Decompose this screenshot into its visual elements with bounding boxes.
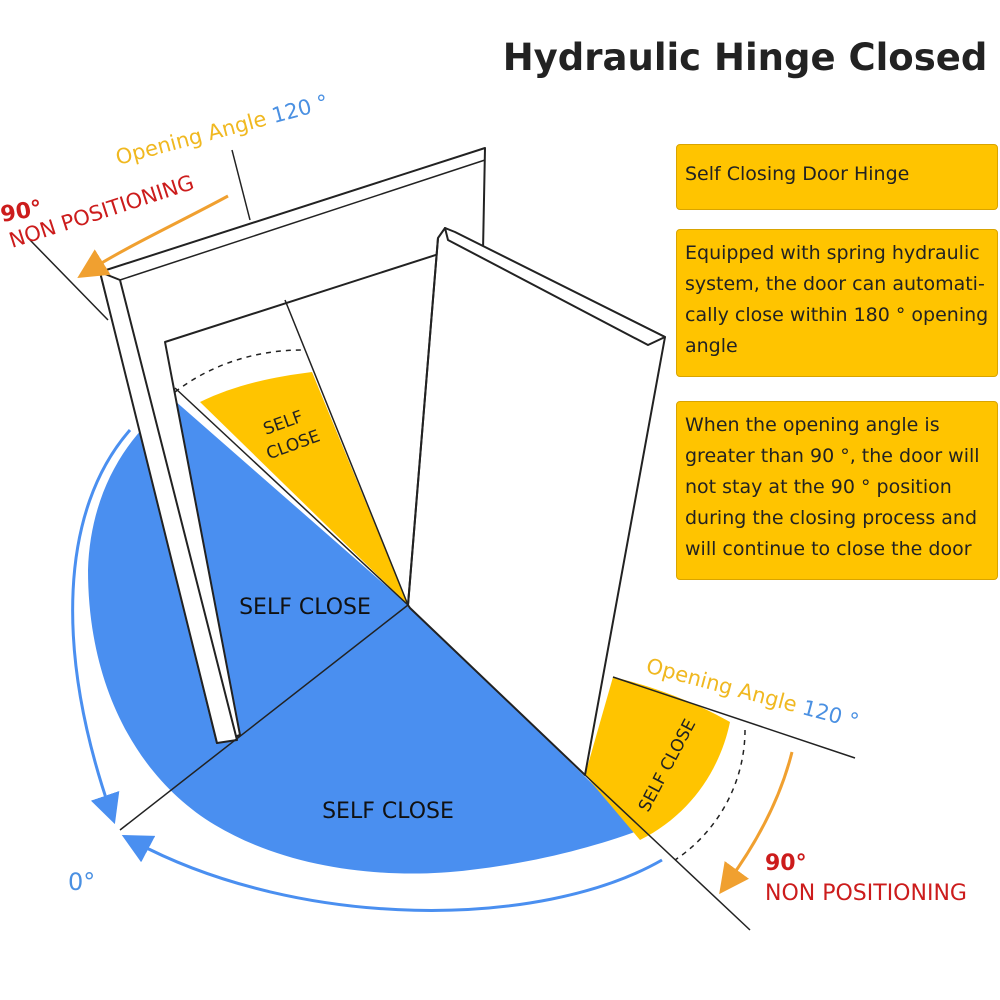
reference-line-left-120 <box>231 149 251 221</box>
blue-arrow-left <box>71 429 132 825</box>
right-90-label: 90° <box>765 851 807 876</box>
page-title: Hydraulic Hinge Closed <box>502 36 988 79</box>
blue-arrow-bottom <box>121 834 663 912</box>
self-close-yellow-wedge-right <box>585 677 730 840</box>
info-box-text: When the opening angle is greater than 9… <box>685 414 980 560</box>
blue-lower-label: SELF CLOSE <box>322 799 454 824</box>
blue-upper-label: SELF CLOSE <box>239 595 371 620</box>
reference-line-right-120 <box>612 676 856 759</box>
self-close-blue-zone <box>88 400 640 874</box>
door-frame-top-edge <box>119 159 486 281</box>
self-close-yellow-wedge-left <box>200 372 408 605</box>
info-box-self-closing: Self Closing Door Hinge <box>676 144 998 210</box>
info-box-hydraulic-system: Equipped with spring hydraulic system, t… <box>676 229 998 377</box>
door-diagonal-line <box>284 299 409 606</box>
door-leaf-seam <box>407 237 439 606</box>
info-box-text: Self Closing Door Hinge <box>685 163 910 185</box>
orange-arrow-left <box>77 194 229 278</box>
door-frame-left-side <box>99 271 238 744</box>
orange-arrow-right <box>719 751 794 895</box>
reference-line-bottom <box>584 774 751 931</box>
door-leaf-edge <box>444 227 666 346</box>
reference-line-0deg <box>119 604 409 831</box>
info-box-closing-behaviour: When the opening angle is greater than 9… <box>676 401 998 580</box>
info-box-text: Equipped with spring hydraulic system, t… <box>685 242 989 357</box>
zero-degree-label: 0° <box>68 868 95 896</box>
right-non-positioning-label: NON POSITIONING <box>765 881 967 906</box>
reference-line-left-90 <box>29 239 109 321</box>
dashed-arc-top <box>174 349 303 393</box>
door-diagonal-line-2 <box>174 387 409 606</box>
left-opening-angle-label: Opening Angle 120 ° <box>113 90 331 170</box>
